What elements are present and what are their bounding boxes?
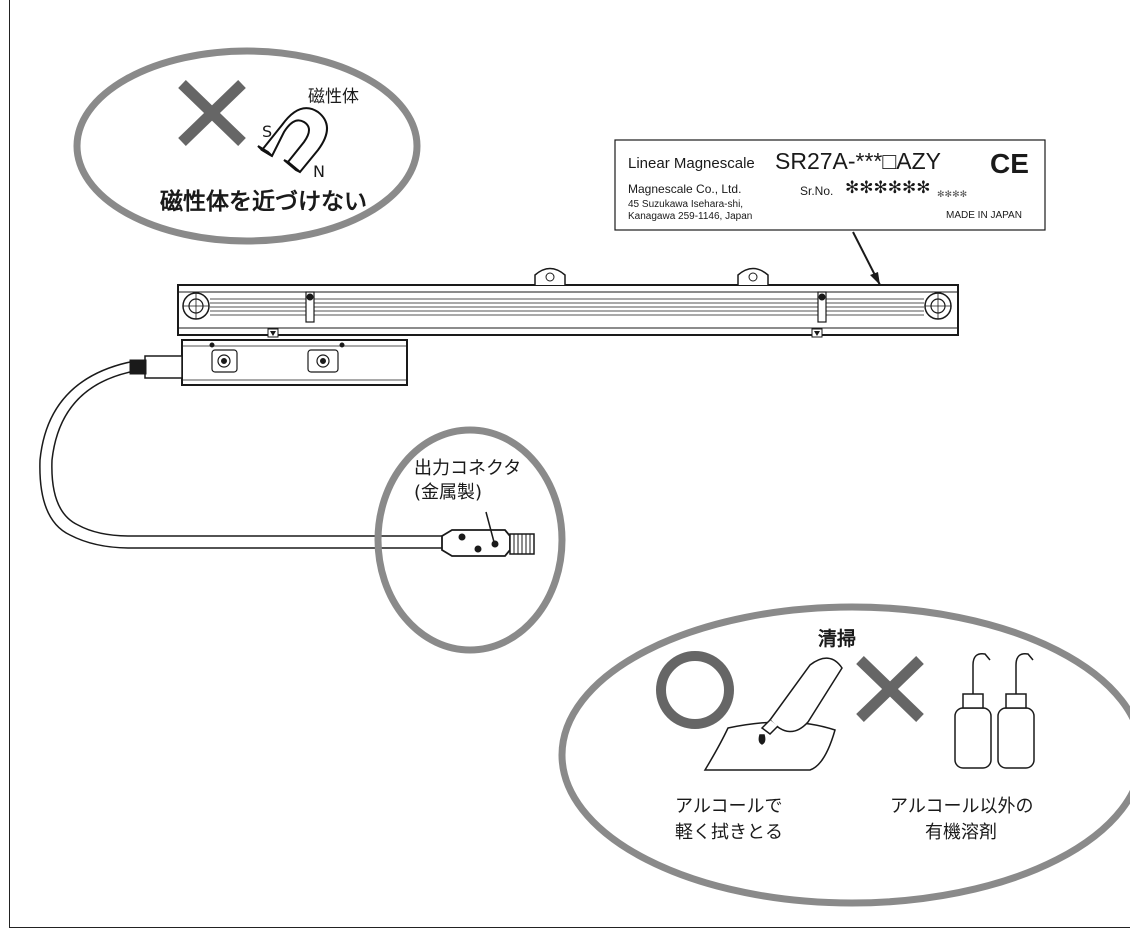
ok-caption-1: アルコールで — [675, 796, 783, 817]
ng-caption-1: アルコール以外の — [890, 796, 1034, 817]
pole-n-label: N — [313, 162, 325, 181]
nameplate-serial-value: ✻✻✻✻✻✻ — [845, 178, 931, 198]
magnet-warning-caption: 磁性体を近づけない — [160, 189, 367, 215]
read-head — [129, 339, 408, 386]
connector-label-1: 出力コネクタ — [414, 458, 522, 479]
connector-leader-line — [485, 511, 495, 543]
cable — [39, 361, 442, 549]
warning-circle — [73, 47, 421, 245]
connector-label-2: (金属製) — [414, 482, 483, 503]
connector-circle — [374, 426, 566, 654]
nameplate-address-1: 45 Suzukawa Isehara-shi, — [628, 199, 744, 210]
magnet-label: 磁性体 — [308, 87, 359, 107]
slider-clamp-1 — [305, 291, 315, 323]
ce-mark: CE — [990, 148, 1029, 179]
cleaning-callout — [558, 603, 1130, 907]
nameplate-serial-small: ✻✻✻✻ — [937, 190, 968, 200]
nameplate-serial-label: Sr.No. — [800, 184, 834, 198]
nameplate-model: SR27A-***□AZY — [775, 148, 942, 174]
magnet-warning-group — [73, 47, 421, 245]
mount-tab-2 — [737, 267, 769, 285]
nameplate-company: Magnescale Co., Ltd. — [628, 182, 742, 196]
nameplate-origin: MADE IN JAPAN — [946, 210, 1022, 221]
output-connector-icon — [441, 529, 535, 557]
horseshoe-magnet-icon — [257, 107, 328, 174]
solvent-bottles-icon — [954, 652, 1035, 769]
nameplate-group — [614, 139, 1046, 286]
slider-clamp-2 — [817, 291, 827, 323]
nameplate-border — [614, 139, 1046, 231]
mount-tab-1 — [534, 267, 566, 285]
pole-s-label: S — [262, 122, 273, 141]
ok-circle-icon — [656, 651, 734, 729]
ng-x-icon — [856, 656, 924, 722]
ng-caption-2: 有機溶剤 — [925, 822, 997, 843]
ok-caption-2: 軽く拭きとる — [675, 822, 783, 843]
prohibited-x-icon — [178, 80, 246, 146]
mount-hole-right — [924, 292, 952, 320]
connector-callout — [374, 426, 566, 654]
nameplate-address-2: Kanagawa 259-1146, Japan — [628, 211, 753, 222]
cleaning-title: 清掃 — [818, 628, 857, 650]
nameplate-product-line: Linear Magnescale — [628, 155, 755, 172]
scale-body — [177, 267, 959, 338]
nameplate-arrowhead — [870, 272, 880, 285]
mount-hole-left — [182, 292, 210, 320]
cleaning-circle — [558, 603, 1130, 907]
alcohol-wipe-icon — [703, 657, 843, 771]
